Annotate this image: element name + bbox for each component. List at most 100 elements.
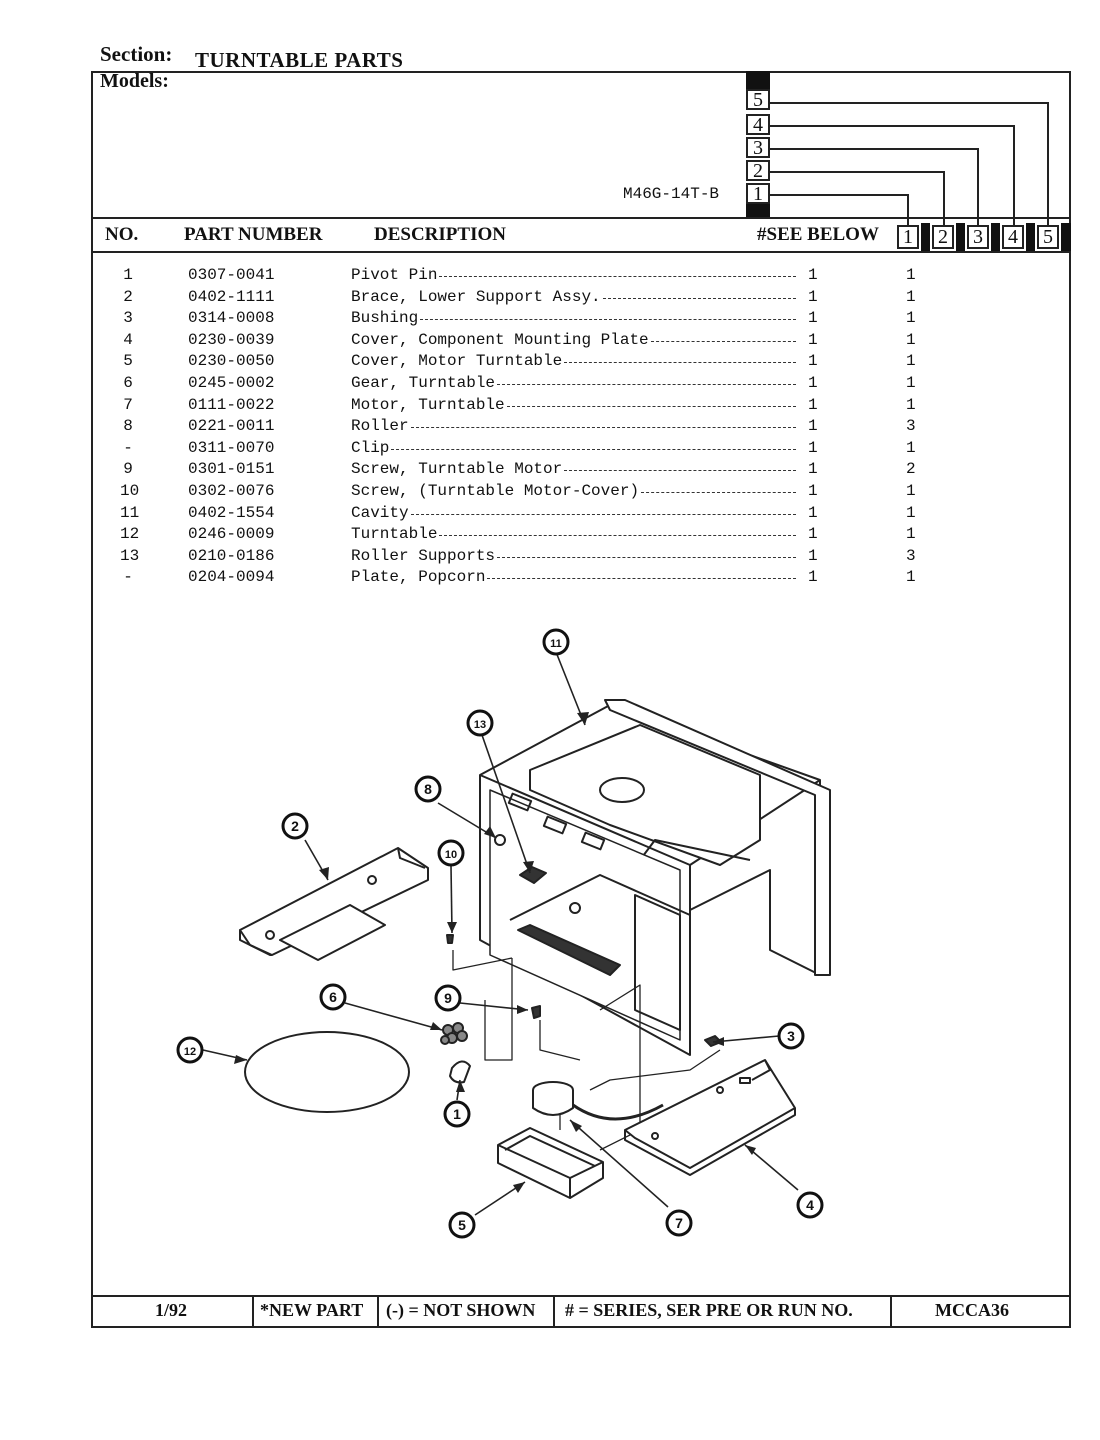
callout-11: 11 [542,628,570,656]
part-qty-model-1: 1 [906,287,916,306]
part-description: Screw, Turntable Motor [351,460,563,479]
part-no: 10 [120,482,140,500]
part-qty-model-1: 1 [906,395,916,414]
header-top-rule [93,217,1069,219]
header-no: NO. [105,224,139,245]
part-number: 0302-0076 [188,482,275,500]
part-description: Clip [351,438,390,457]
part-qty-model-1: 1 [906,330,916,349]
part-description: Motor, Turntable [351,395,505,414]
callout-6: 6 [319,983,347,1011]
part-no: 3 [123,309,133,328]
column-divider [1026,223,1035,251]
part-description: Gear, Turntable [351,374,496,392]
part-qty-model-1: 1 [906,503,916,522]
page-frame [91,71,1071,1328]
callout-label: 10 [445,849,457,861]
callout-label: 3 [787,1028,795,1044]
callout-9: 9 [434,984,462,1012]
motor-cover-drawing [497,1127,604,1199]
footer-separator [252,1297,254,1327]
part-description: Turntable [351,525,438,544]
part-qty-model-1: 3 [906,546,916,565]
part-qty-model-1: 1 [906,568,916,587]
callout-8: 8 [414,775,442,803]
column-box-1: 1 [897,225,919,249]
dot-leader [564,362,796,364]
models-label: Models: [100,70,169,92]
callout-label: 1 [453,1106,461,1122]
footer-date: 1/92 [155,1300,188,1320]
part-series: 1 [808,287,818,306]
part-number: 0230-0039 [188,330,275,349]
part-series: 1 [808,482,818,500]
part-qty-model-1: 1 [906,482,916,500]
model-box-5: 5 [746,89,770,110]
dot-leader [391,448,796,450]
part-series: 1 [808,417,818,436]
model-box-2: 2 [746,160,770,181]
callout-label: 6 [329,989,337,1005]
part-description: Cavity [351,503,409,522]
dot-leader [439,535,796,537]
model-name: M46G-14T-B [623,185,720,203]
footer-separator [377,1297,379,1327]
column-divider [991,223,1000,251]
part-description: Roller Supports [351,546,496,565]
section-title: TURNTABLE PARTS [195,48,404,72]
callout-2: 2 [281,812,309,840]
part-number: 0210-0186 [188,546,275,565]
header-see-below: #SEE BELOW [757,224,879,245]
part-description: Roller [351,417,409,436]
callout-13: 13 [466,709,494,737]
callout-label: 12 [184,1046,196,1058]
part-series: 1 [808,266,818,284]
part-no: 6 [123,374,133,392]
dot-leader [564,470,796,472]
part-no: 12 [120,525,140,544]
callout-1: 1 [443,1100,471,1128]
part-number: 0402-1111 [188,287,275,306]
callout-label: 8 [424,781,432,797]
part-description: Brace, Lower Support Assy. [351,287,601,306]
column-divider [921,223,930,251]
model-box-cap [746,71,770,89]
part-series: 1 [808,546,818,565]
part-number: 0221-0011 [188,417,275,436]
dot-leader [602,297,796,299]
part-description: Plate, Popcorn [351,568,486,587]
callout-5: 5 [448,1211,476,1239]
dot-leader [410,513,796,515]
part-description: Cover, Component Mounting Plate [351,330,649,349]
part-qty-model-1: 1 [906,309,916,328]
callout-3: 3 [777,1022,805,1050]
dot-leader [650,340,796,342]
header-description: DESCRIPTION [374,224,506,245]
column-divider [1061,223,1071,251]
callout-label: 9 [444,990,452,1006]
part-qty-model-1: 1 [906,525,916,544]
dot-leader [497,556,796,558]
part-description: Screw, (Turntable Motor-Cover) [351,482,640,500]
part-no: 9 [123,460,133,479]
part-qty-model-1: 2 [906,460,916,479]
part-series: 1 [808,438,818,457]
column-box-4: 4 [1002,225,1024,249]
column-box-5: 5 [1037,225,1059,249]
model-box-4: 4 [746,114,770,135]
section-label: Section: [100,42,173,66]
dot-leader [497,384,796,385]
callout-label: 7 [675,1215,683,1231]
mounting-plate-drawing [624,1059,796,1169]
callout-4: 4 [796,1191,824,1219]
part-qty-model-1: 1 [906,438,916,457]
gear-drawing [440,1022,468,1045]
footer-new-part: *NEW PART [260,1300,364,1320]
callout-label: 11 [550,638,562,650]
part-number: 0314-0008 [188,309,275,328]
part-description: Cover, Motor Turntable [351,352,563,371]
callout-label: 4 [806,1197,814,1213]
part-series: 1 [808,330,818,349]
part-number: 0301-0151 [188,460,275,479]
turntable-drawing [244,1031,410,1113]
